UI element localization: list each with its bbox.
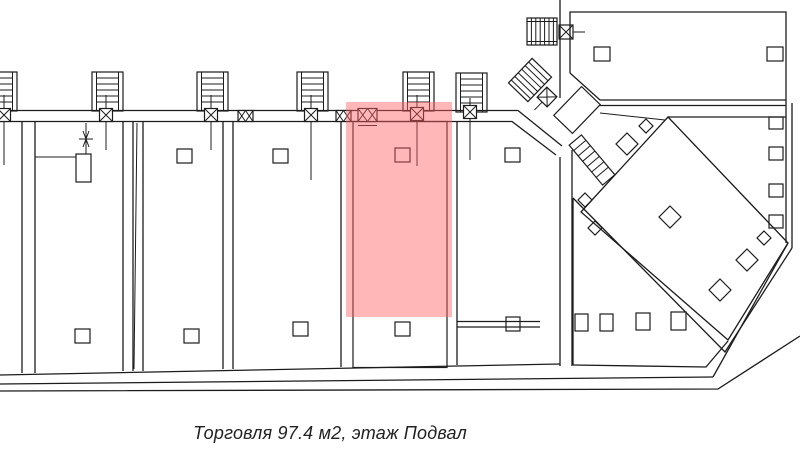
stairs-icon (0, 17, 616, 186)
caption: Торговля 97.4 м2, этаж Подвал (193, 423, 467, 443)
diamond-column-symbols (577, 118, 772, 302)
column-symbols (74, 147, 521, 344)
angled-wing (572, 112, 793, 378)
outer-walls (0, 109, 800, 392)
vestibule (552, 85, 602, 135)
door-icon (0, 24, 585, 123)
room-partitions (21, 121, 540, 373)
top-right-room (559, 0, 793, 248)
window-icon (237, 107, 378, 126)
unit-room-outline (352, 120, 448, 369)
highlighted-unit[interactable] (346, 102, 452, 317)
room-interior-detail (35, 123, 93, 183)
